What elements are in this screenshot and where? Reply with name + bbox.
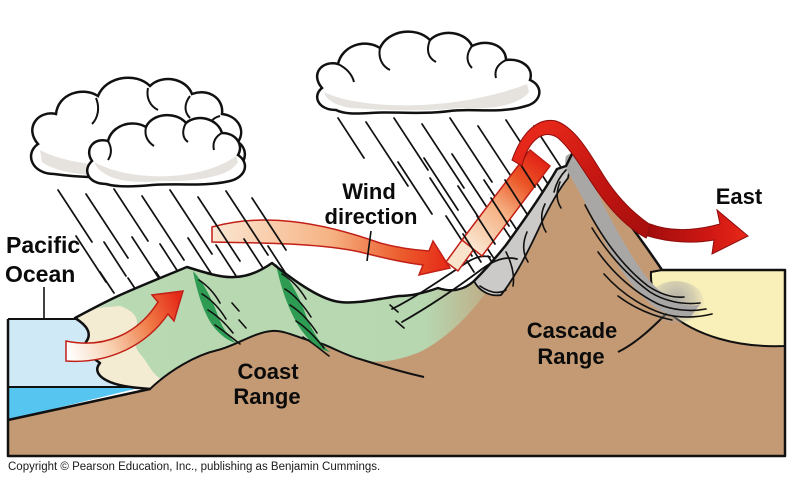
label-coast-range-line1: Coast bbox=[237, 359, 299, 384]
label-wind-direction-line1: Wind bbox=[342, 179, 396, 204]
wind-direction-pointer-line bbox=[366, 230, 372, 262]
terrain-contours-west bbox=[149, 329, 425, 390]
wind-arrow-ridge bbox=[444, 119, 749, 273]
cloud-icon-west bbox=[29, 76, 247, 188]
copyright-text: Copyright © Pearson Education, Inc., pub… bbox=[8, 461, 380, 473]
coast-range-vegetation bbox=[75, 245, 512, 389]
label-coast-range-line2: Range bbox=[233, 384, 300, 409]
wind-arrow-east bbox=[647, 208, 749, 255]
label-east: East bbox=[716, 184, 763, 209]
label-pacific-ocean-line1: Pacific bbox=[6, 232, 80, 258]
label-wind-direction-line2: direction bbox=[325, 204, 418, 229]
wind-arrow-valley bbox=[211, 219, 452, 277]
ridge-hatching bbox=[193, 264, 405, 357]
cloud-icon-east bbox=[315, 30, 541, 115]
label-cascade-range-line2: Range bbox=[537, 344, 604, 369]
wind-arrow-ocean bbox=[65, 290, 185, 363]
label-pacific-ocean-line2: Ocean bbox=[5, 261, 75, 287]
label-cascade-range-line1: Cascade bbox=[527, 318, 618, 343]
